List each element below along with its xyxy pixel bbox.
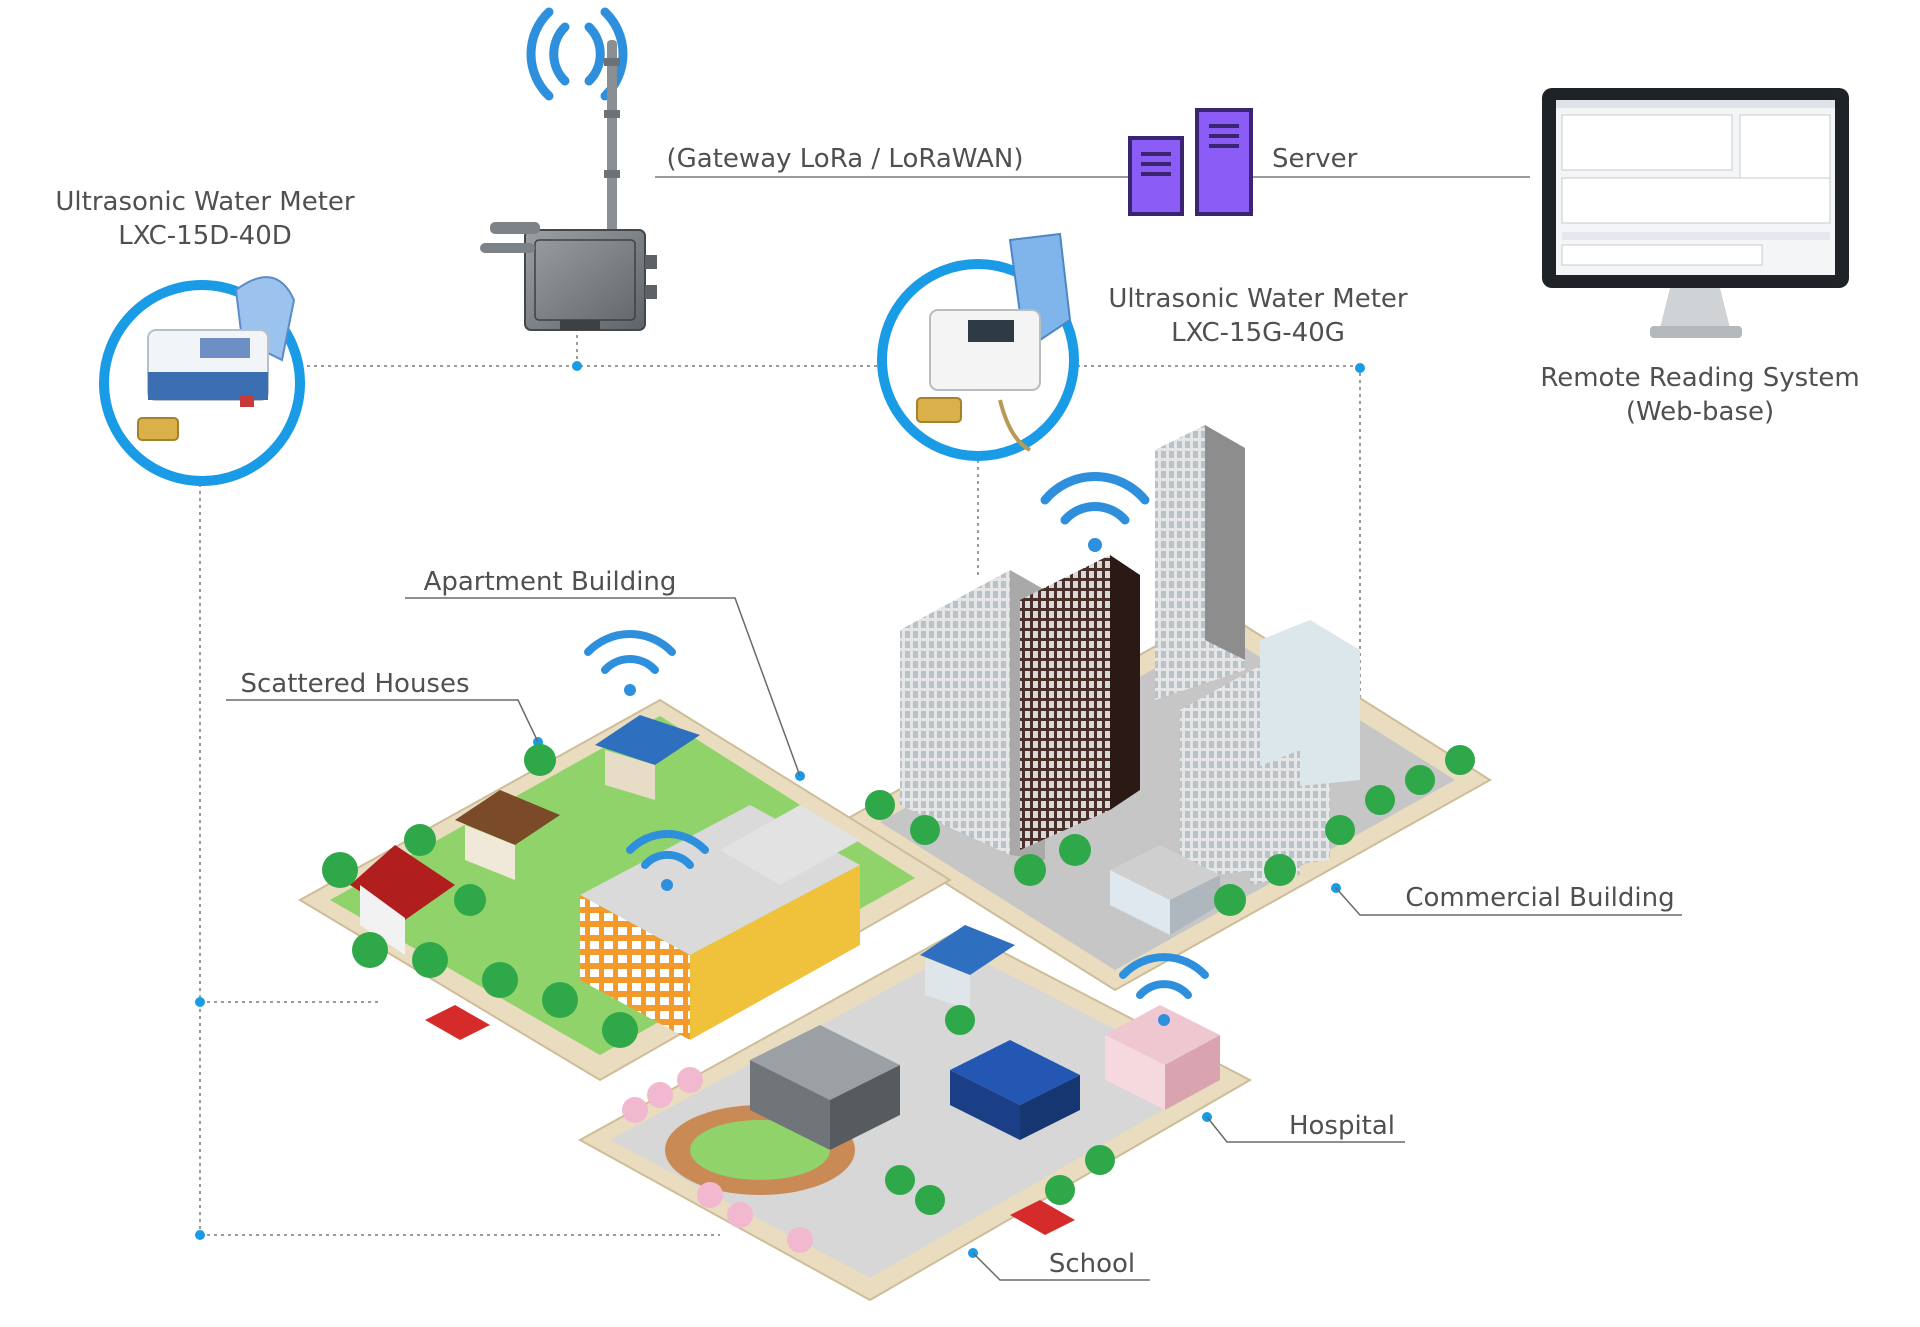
wifi-icon (584, 630, 676, 696)
building-icon (750, 1025, 900, 1150)
wifi-icon (626, 830, 709, 891)
wifi-icon (1119, 953, 1209, 1026)
commercial-label: Commercial Building (1405, 883, 1674, 913)
gateway-label: (Gateway LoRa / LoRaWAN) (667, 144, 1024, 174)
meter-d-title: Ultrasonic Water Meter (55, 187, 355, 217)
meter-g-title: Ultrasonic Water Meter (1108, 284, 1408, 314)
server-label: Server (1272, 144, 1358, 174)
house-icon (350, 715, 1015, 1010)
tree-icon (622, 1067, 813, 1253)
building-icon (580, 805, 860, 1040)
meter-g-model: LXC-15G-40G (1171, 318, 1345, 348)
city-illustration (298, 425, 1492, 1302)
remote-system-title: Remote Reading System (1540, 363, 1859, 393)
water-meter-icon (99, 276, 305, 486)
building-icon (1105, 1005, 1220, 1110)
remote-system-subtitle: (Web-base) (1626, 397, 1774, 427)
scattered-houses-label: Scattered Houses (240, 669, 469, 699)
connection-lines (199, 176, 1530, 1236)
label-leader-lines (226, 597, 1682, 1281)
building-icon (900, 425, 1360, 885)
hospital-label: Hospital (1289, 1111, 1395, 1141)
water-meter-icon (877, 232, 1079, 461)
school-label: School (1049, 1249, 1135, 1279)
tree-icon (322, 744, 1475, 1215)
antenna-icon (604, 40, 620, 235)
wifi-icon (1040, 472, 1150, 552)
meter-d-model: LXC-15D-40D (118, 221, 292, 251)
server-icon (1128, 108, 1253, 216)
apartment-label: Apartment Building (424, 567, 677, 597)
bus-icon (425, 1005, 1075, 1235)
gateway-device (480, 7, 657, 331)
monitor-icon (1542, 88, 1849, 338)
